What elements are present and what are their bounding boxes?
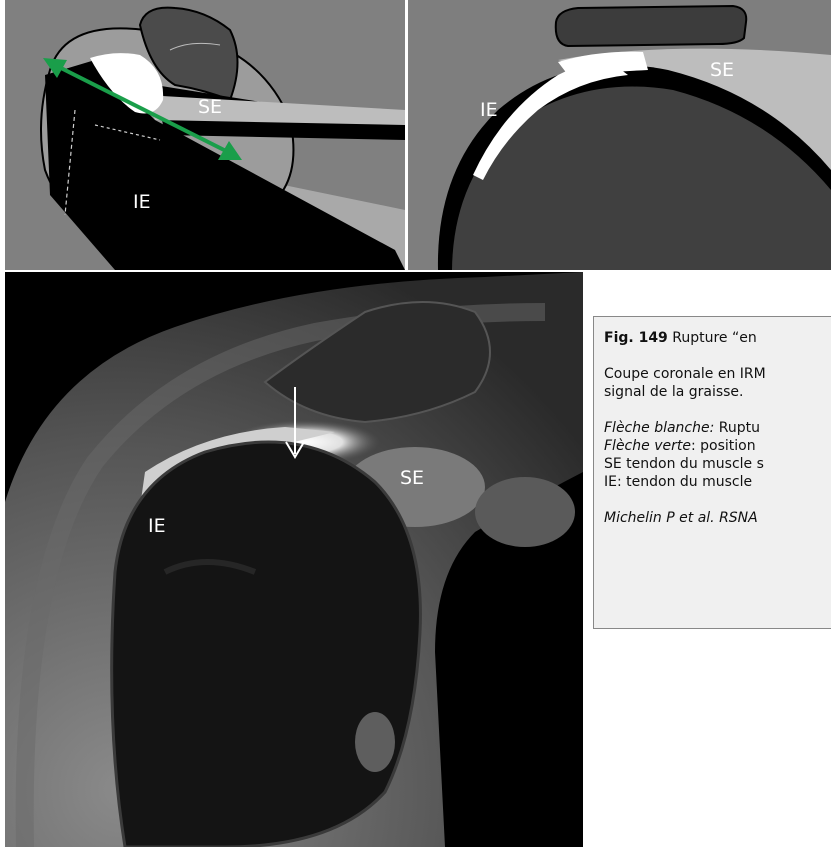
schematic-oblique-view: SE IE — [5, 0, 405, 270]
caption-ie-line: IE: tendon du muscle — [604, 473, 831, 491]
caption-reference: Michelin P et al. RSNA — [604, 509, 831, 527]
caption-title: Fig. 149 Rupture “en — [604, 329, 831, 347]
figure-caption: Fig. 149 Rupture “en Coupe coronale en I… — [593, 316, 831, 629]
label-ie-coronal: IE — [480, 101, 498, 120]
se-muscle-lateral — [475, 477, 575, 547]
caption-white-arrow: Flèche blanche: Ruptu — [604, 419, 831, 437]
coronal-shoulder-drawing — [408, 0, 831, 270]
glenoid-bright — [355, 712, 395, 772]
label-ie-mri: IE — [148, 517, 166, 536]
mri-coronal-image: SE IE — [5, 272, 583, 847]
caption-line-3: signal de la graisse. — [604, 383, 831, 401]
schematic-coronal-view: IE SE — [408, 0, 831, 270]
oblique-shoulder-drawing — [5, 0, 405, 270]
caption-se-line: SE tendon du muscle s — [604, 455, 831, 473]
label-se-coronal: SE — [710, 61, 734, 80]
humeral-head-mri — [112, 442, 421, 847]
label-se-oblique: SE — [198, 98, 222, 117]
figure-number: Fig. 149 — [604, 330, 668, 346]
white-arrow-text: Ruptu — [714, 420, 760, 436]
caption-green-arrow: Flèche verte: position — [604, 437, 831, 455]
mri-rendering — [5, 272, 583, 847]
caption-title-text: Rupture “en — [668, 330, 757, 346]
acromion-bar — [556, 6, 746, 46]
green-arrow-label: Flèche verte — [604, 438, 691, 454]
label-se-mri: SE — [400, 469, 424, 488]
white-arrow-label: Flèche blanche: — [604, 420, 714, 436]
caption-line-2: Coupe coronale en IRM — [604, 365, 831, 383]
green-arrow-text: : position — [691, 438, 756, 454]
label-ie-oblique: IE — [133, 193, 151, 212]
